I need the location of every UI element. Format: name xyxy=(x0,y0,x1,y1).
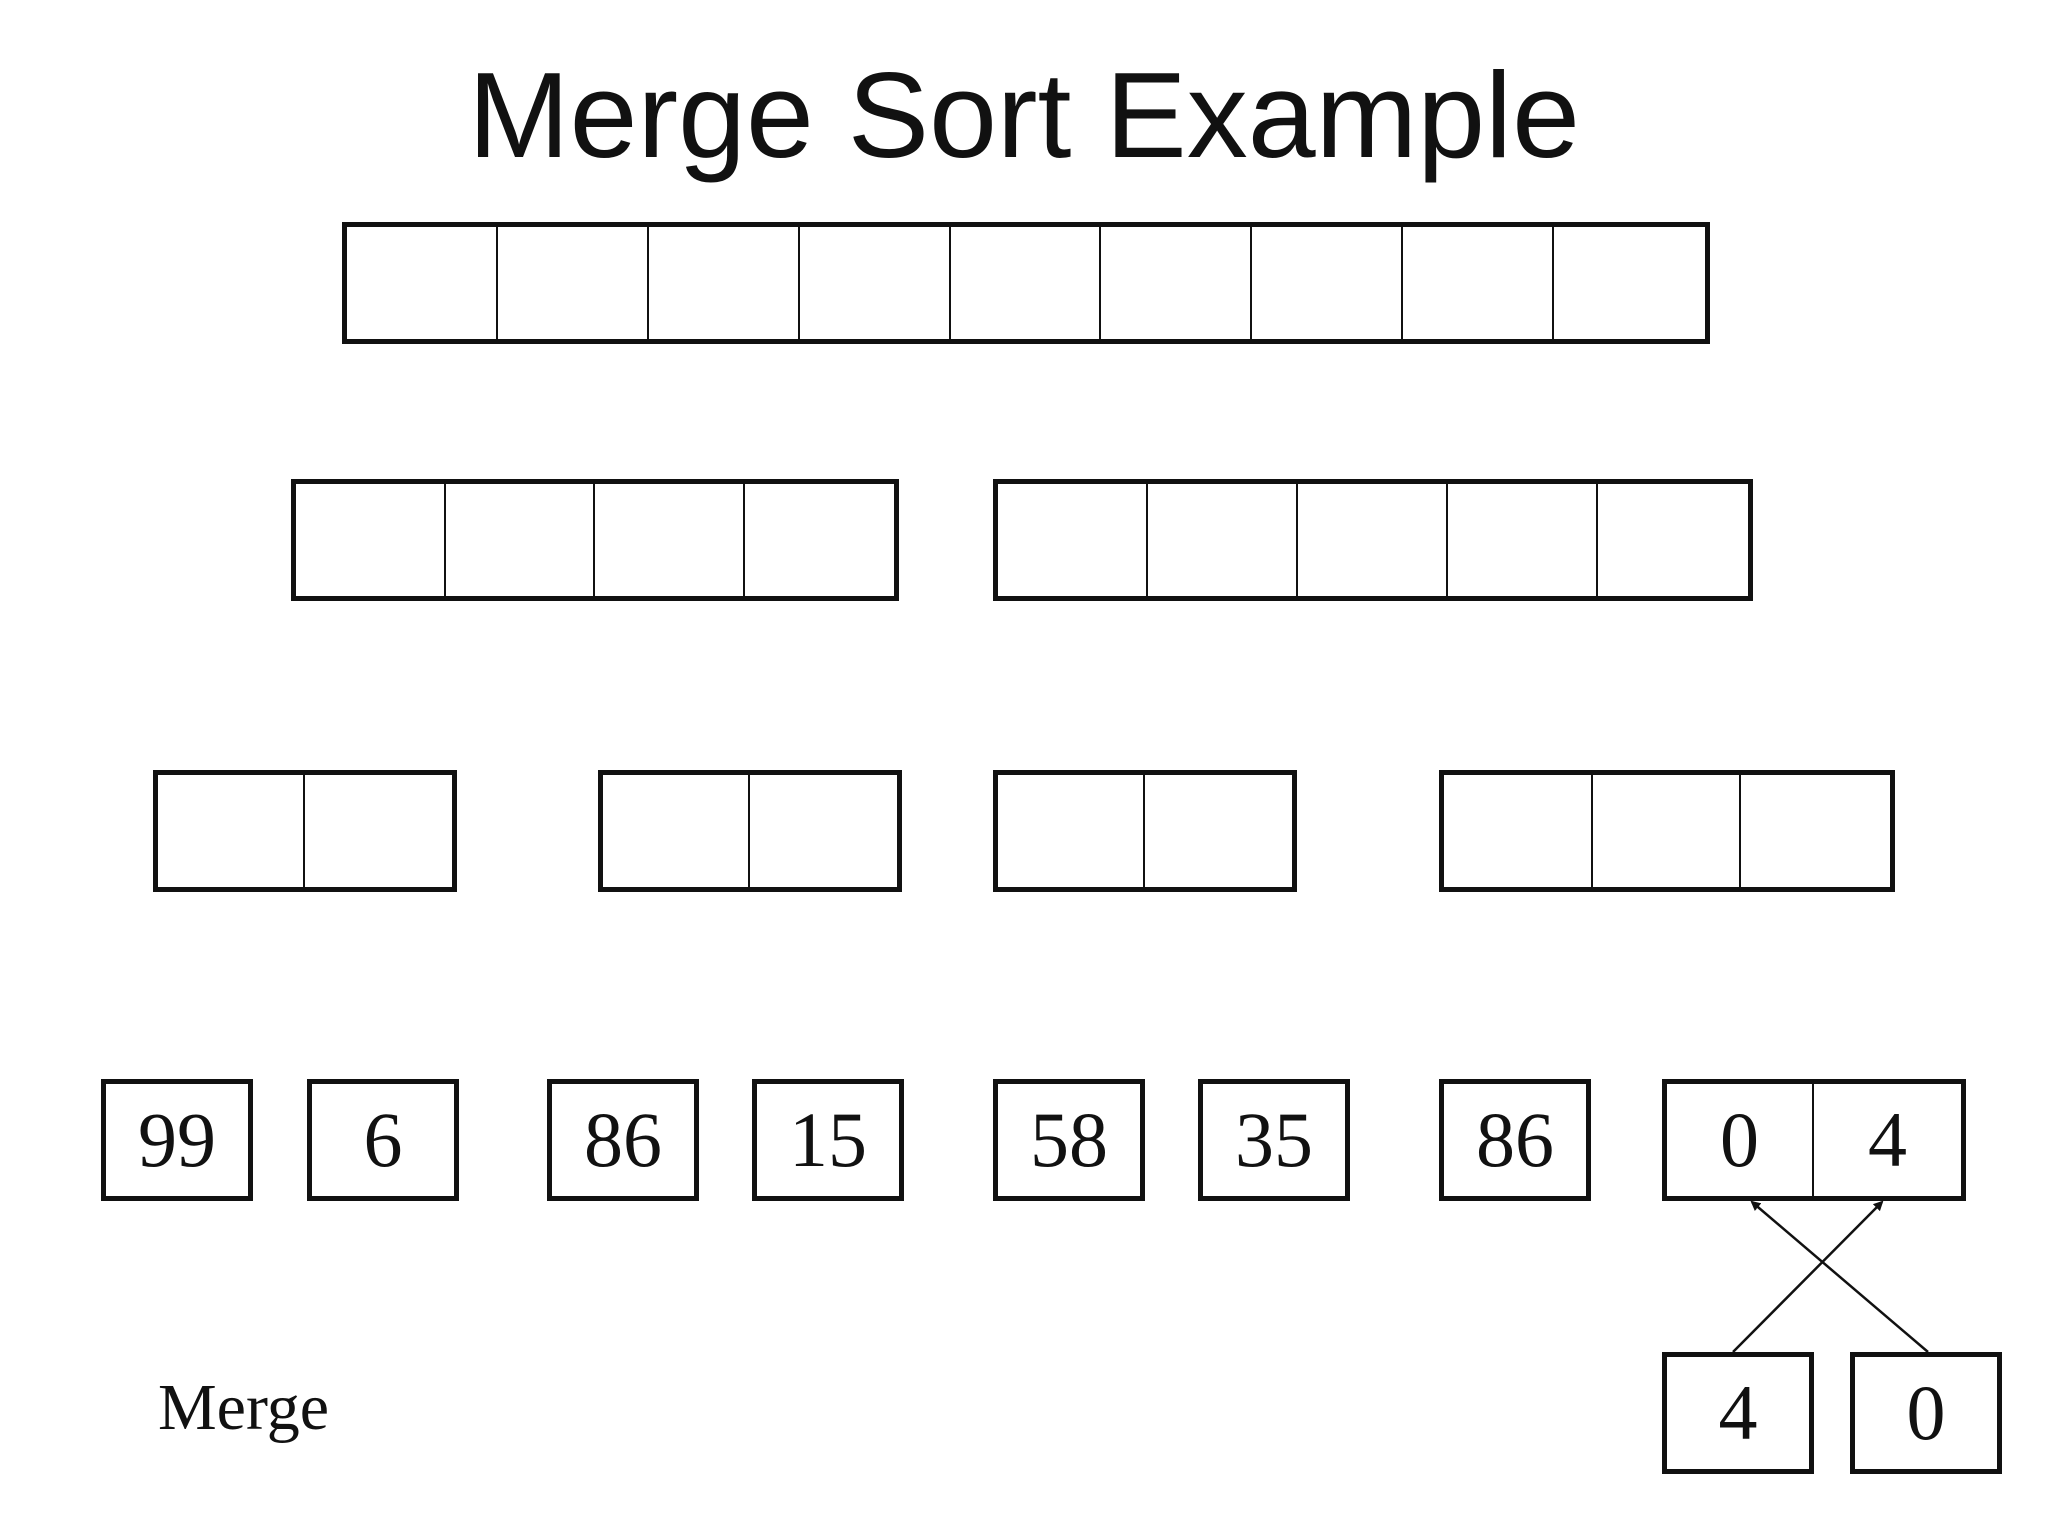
level-2 xyxy=(0,479,2048,601)
array-box: 86 xyxy=(1439,1079,1591,1201)
array-cell xyxy=(1593,775,1742,887)
array-cell: 15 xyxy=(789,1096,867,1183)
array-box xyxy=(993,479,1753,601)
array-cell xyxy=(1252,227,1404,339)
array-cell xyxy=(498,227,649,339)
array-cell: 58 xyxy=(1030,1096,1108,1183)
array-cell: 86 xyxy=(1476,1096,1554,1183)
array-cell: 4 xyxy=(1868,1096,1907,1183)
array-cell xyxy=(1741,775,1890,887)
merge-arrow-0-to-left xyxy=(1750,1200,1929,1353)
array-box xyxy=(342,222,1710,344)
level-1 xyxy=(0,222,2048,344)
array-box xyxy=(291,479,899,601)
array-box xyxy=(153,770,457,892)
array-cell xyxy=(1554,227,1705,339)
array-cell: 99 xyxy=(138,1096,216,1183)
array-cell: 0 xyxy=(1667,1084,1814,1196)
array-cell xyxy=(998,484,1148,596)
array-cell xyxy=(1298,484,1448,596)
array-box: 15 xyxy=(752,1079,904,1201)
array-cell xyxy=(951,227,1102,339)
array-box: 99 xyxy=(101,1079,253,1201)
array-cell xyxy=(750,775,897,887)
array-box: 0 xyxy=(1850,1352,2002,1474)
array-box: 35 xyxy=(1198,1079,1350,1201)
array-cell xyxy=(745,484,895,596)
array-cell xyxy=(1448,484,1598,596)
array-cell xyxy=(649,227,800,339)
array-cell xyxy=(603,775,750,887)
array-cell xyxy=(1403,227,1554,339)
array-cell xyxy=(1101,227,1253,339)
level-3 xyxy=(0,770,2048,892)
array-box: 6 xyxy=(307,1079,459,1201)
array-cell xyxy=(1145,775,1292,887)
array-box xyxy=(993,770,1297,892)
array-cell xyxy=(296,484,446,596)
array-box: 4 xyxy=(1662,1352,1814,1474)
array-cell xyxy=(446,484,595,596)
array-cell xyxy=(1598,484,1748,596)
array-box: 86 xyxy=(547,1079,699,1201)
array-cell: 0 xyxy=(1906,1369,1946,1456)
array-cell xyxy=(158,775,305,887)
array-cell xyxy=(1444,775,1593,887)
array-cell: 4 xyxy=(1718,1369,1758,1456)
merge-step-label: Merge xyxy=(158,1371,330,1444)
array-cell xyxy=(998,775,1145,887)
array-box: 58 xyxy=(993,1079,1145,1201)
array-box xyxy=(598,770,902,892)
array-cell: 86 xyxy=(584,1096,662,1183)
array-cell: 35 xyxy=(1235,1096,1313,1183)
array-box xyxy=(1439,770,1895,892)
slide-title: Merge Sort Example xyxy=(468,47,1580,183)
array-cell xyxy=(1148,484,1298,596)
array-cell xyxy=(347,227,498,339)
array-cell xyxy=(800,227,951,339)
array-cell: 6 xyxy=(363,1096,403,1183)
array-cell xyxy=(595,484,745,596)
array-cell xyxy=(305,775,452,887)
merge-arrow-4-to-right xyxy=(1732,1200,1884,1353)
